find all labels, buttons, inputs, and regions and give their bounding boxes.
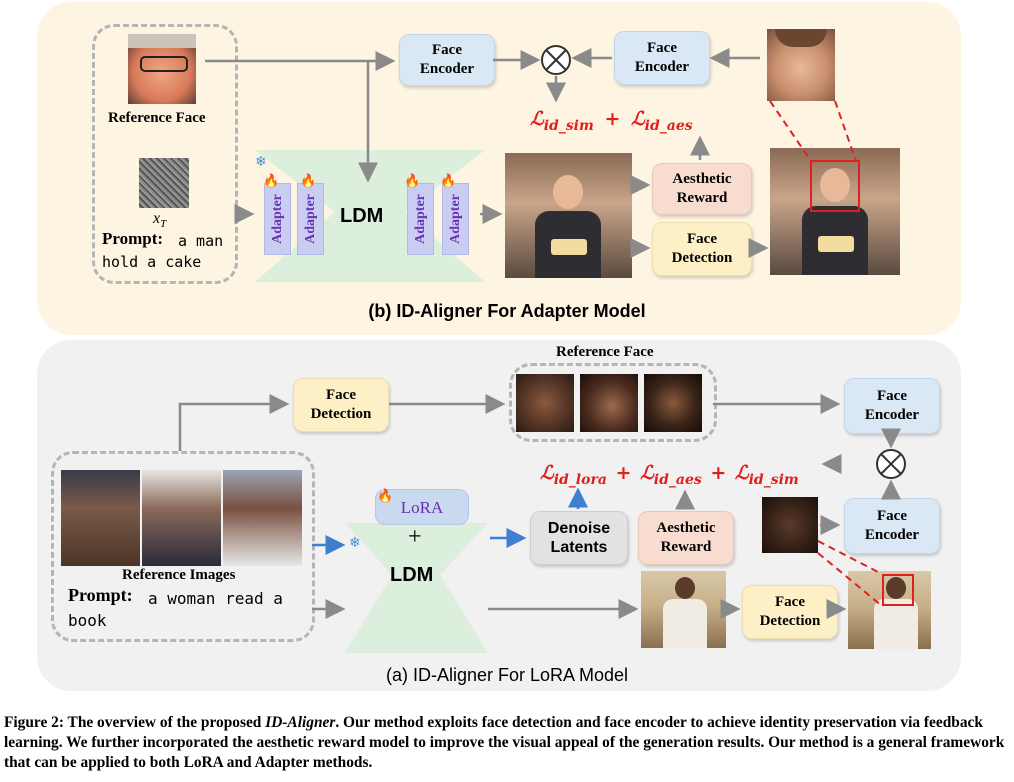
reference-images-group xyxy=(51,451,315,642)
reference-images-label: Reference Images xyxy=(122,567,236,583)
reference-image-2 xyxy=(142,470,221,566)
fire-icon: 🔥 xyxy=(377,488,394,503)
adapter-block-2: Adapter xyxy=(297,183,324,255)
bottom-ldm-label: LDM xyxy=(390,564,434,586)
bottom-aesthetic-reward-box: Aesthetic Reward xyxy=(638,511,734,565)
face-detection-box-1: Face Detection xyxy=(293,378,389,432)
reference-face-label: Reference Face xyxy=(108,110,206,126)
bottom-prompt-text: a woman read a book xyxy=(68,589,283,630)
lora-panel-title: (a) ID-Aligner For LoRA Model xyxy=(385,665,629,685)
reference-image-1 xyxy=(61,470,140,566)
generated-image xyxy=(505,153,632,278)
adapter-block-4: Adapter xyxy=(442,183,469,255)
reference-face-crop-3 xyxy=(644,374,702,432)
figure-caption: Figure 2: The overview of the proposed I… xyxy=(4,714,1005,771)
denoise-latents-box: Denoise Latents xyxy=(530,511,628,565)
bottom-reference-face-label: Reference Face xyxy=(556,344,654,360)
noise-image xyxy=(139,158,189,208)
face-encoder-box-3: Face Encoder xyxy=(844,378,940,434)
ldm-label: LDM xyxy=(340,205,384,227)
face-crop-photo xyxy=(767,29,835,101)
snowflake-icon: ❄ xyxy=(255,155,267,170)
fire-icon: 🔥 xyxy=(404,173,421,188)
reference-image-3 xyxy=(223,470,302,566)
reference-face-crop-1 xyxy=(516,374,574,432)
xt-label: xT xyxy=(153,210,167,231)
input-group-dashed xyxy=(92,24,238,284)
lora-plus: + xyxy=(408,524,422,550)
detected-face-image xyxy=(770,148,900,275)
loss-lora-aes-sim: ℒid_lora + ℒid_aes + ℒid_sim xyxy=(540,462,799,488)
fire-icon: 🔥 xyxy=(440,173,457,188)
bottom-prompt-label: Prompt: xyxy=(68,585,133,605)
adapter-panel-title: (b) ID-Aligner For Adapter Model xyxy=(368,301,646,321)
lora-box: LoRA xyxy=(375,489,469,525)
aesthetic-reward-box: Aesthetic Reward xyxy=(652,163,752,215)
fire-icon: 🔥 xyxy=(300,173,317,188)
prompt-text: a man hold a cake xyxy=(102,232,224,271)
reference-face-crop-2 xyxy=(580,374,638,432)
adapter-block-3: Adapter xyxy=(407,183,434,255)
snowflake-icon: ❄ xyxy=(349,536,361,551)
face-encoder-box-1: Face Encoder xyxy=(399,34,495,86)
face-encoder-box-4: Face Encoder xyxy=(844,498,940,554)
reference-face-photo xyxy=(128,34,196,104)
adapter-block-1: Adapter xyxy=(264,183,291,255)
prompt-label: Prompt: xyxy=(102,229,164,248)
lora-detected-image xyxy=(848,571,931,649)
face-detection-box-2: Face Detection xyxy=(742,585,838,639)
fire-icon: 🔥 xyxy=(263,173,280,188)
face-detection-box: Face Detection xyxy=(652,222,752,276)
generated-face-crop xyxy=(762,497,818,553)
loss-id-sim-aes: ℒid_sim + ℒid_aes xyxy=(530,108,693,134)
reference-face-group xyxy=(509,363,717,442)
lora-generated-image xyxy=(641,571,726,648)
